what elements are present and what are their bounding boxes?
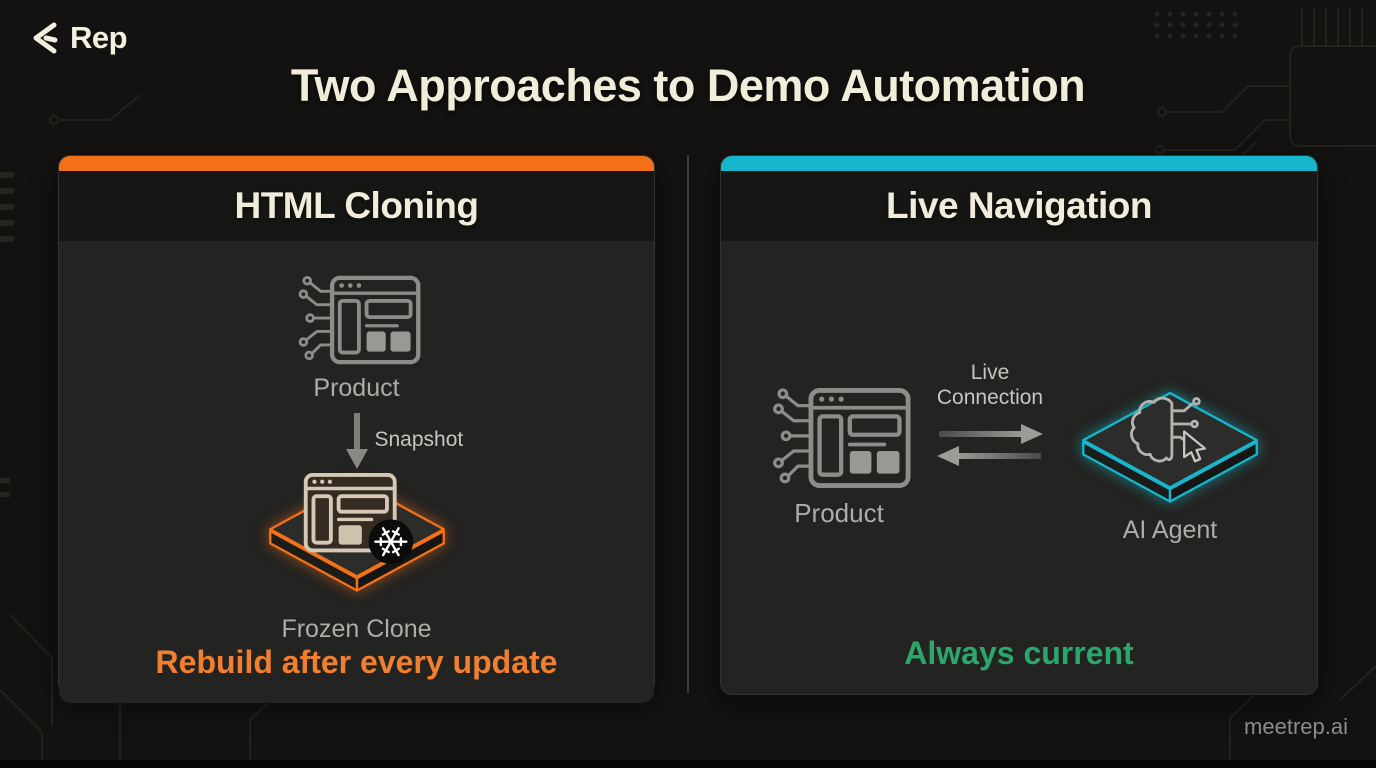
down-arrow-icon — [345, 413, 368, 469]
ai-agent-diamond — [1065, 378, 1275, 510]
snapshot-flow: Snapshot — [257, 411, 463, 471]
product-browser-icon — [763, 384, 915, 492]
rep-chevron-icon — [33, 22, 58, 54]
live-navigation-title: Live Navigation — [886, 185, 1152, 226]
live-connection-label: Live Connection — [936, 361, 1044, 409]
html-cloning-verdict: Rebuild after every update — [155, 644, 558, 680]
product-label: Product — [794, 498, 884, 528]
live-navigation-body: Product Live Connection — [721, 242, 1317, 694]
product-block: Product — [763, 384, 915, 529]
ai-agent-label: AI Agent — [1122, 516, 1218, 544]
teal-accent-bar — [721, 156, 1317, 171]
page-title: Two Approaches to Demo Automation — [290, 60, 1086, 111]
product-label: Product — [313, 374, 400, 402]
logo-text: Rep — [70, 20, 128, 55]
footer-site-url: meetrep.ai — [1244, 714, 1348, 739]
live-navigation-card: Live Navigation Product Live Connection — [720, 155, 1318, 695]
product-browser-icon — [290, 272, 424, 368]
live-flow-row: Product Live Connection — [763, 358, 1275, 545]
card-divider — [687, 155, 689, 693]
html-cloning-body: Product Snapshot — [59, 242, 654, 703]
frozen-browser-icon — [303, 473, 413, 564]
orange-accent-bar — [59, 156, 654, 171]
html-cloning-title: HTML Cloning — [234, 185, 479, 226]
rep-logo: Rep — [28, 20, 128, 56]
frozen-clone-diamond — [252, 467, 462, 599]
live-navigation-verdict: Always current — [904, 635, 1134, 671]
bidirectional-arrows-icon — [937, 424, 1043, 466]
ai-brain-icon — [1130, 396, 1207, 463]
html-cloning-card: HTML Cloning Product Snapshot — [58, 155, 655, 703]
bottom-strip — [0, 760, 1376, 768]
ai-agent-block: AI Agent — [1065, 358, 1275, 545]
html-cloning-header: HTML Cloning — [59, 171, 654, 242]
frozen-clone-label: Frozen Clone — [281, 615, 432, 643]
cursor-icon — [1183, 430, 1207, 463]
snapshot-label: Snapshot — [374, 428, 464, 451]
live-navigation-header: Live Navigation — [721, 171, 1317, 242]
connection-block: Live Connection — [915, 360, 1065, 470]
